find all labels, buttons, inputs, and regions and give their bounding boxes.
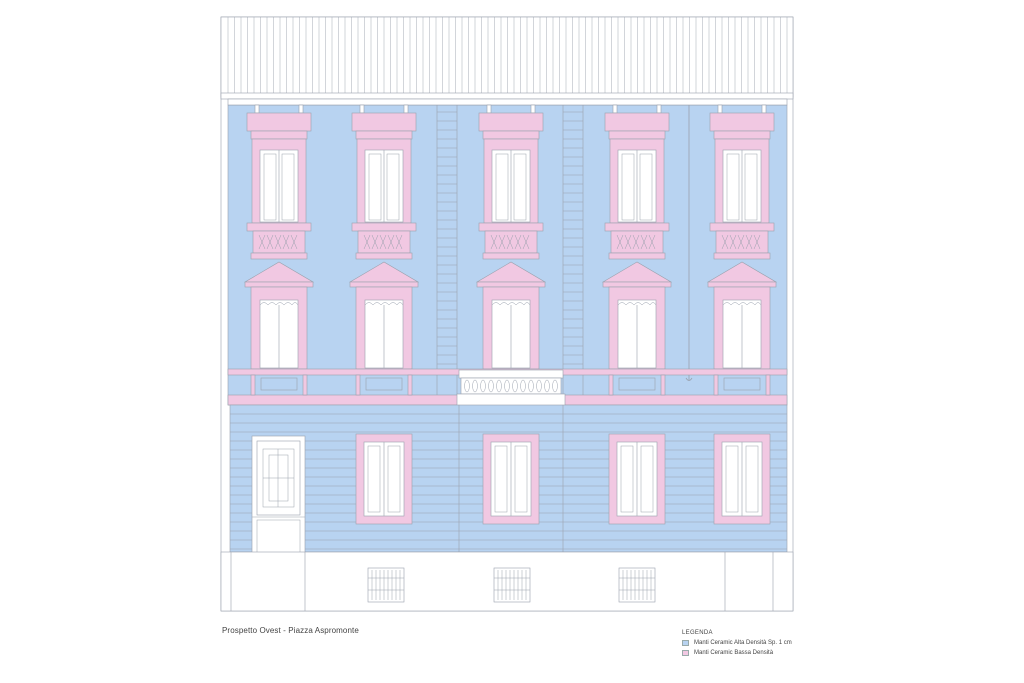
pilaster-right	[562, 104, 584, 406]
ground-window-3	[608, 433, 666, 525]
ground-window-1	[355, 433, 413, 525]
roof-ribs	[227, 17, 788, 93]
legend-label-high-density: Manti Ceramic Alta Densità Sp. 1 cm	[694, 640, 792, 646]
window-bay-2	[348, 104, 420, 370]
balcony-slab	[351, 222, 417, 232]
window-bay-4	[601, 104, 673, 370]
top-window-cornice	[604, 112, 670, 132]
legend-swatch-high-density	[682, 640, 689, 646]
top-window-cornice	[709, 112, 775, 132]
balcony-balustrade	[715, 230, 769, 254]
top-window-cornice	[246, 112, 312, 132]
legend-title: LEGENDA	[682, 630, 713, 636]
basement-grille-1	[367, 567, 405, 603]
pilaster-left	[436, 104, 458, 406]
sill-panel-1	[260, 377, 298, 391]
window-bay-3	[475, 104, 547, 370]
ground-window-2	[482, 433, 540, 525]
basement-grille-2	[493, 567, 531, 603]
balcony-slab	[709, 222, 775, 232]
legend-item-high-density: Manti Ceramic Alta Densità Sp. 1 cm	[682, 638, 792, 648]
balcony-slab	[478, 222, 544, 232]
window-bay-5	[706, 104, 778, 370]
roof-eave	[220, 92, 794, 100]
roof	[220, 16, 794, 98]
balcony-slab	[246, 222, 312, 232]
window-bay-1	[243, 104, 315, 370]
top-window-cornice	[478, 112, 544, 132]
drainpipe-outlet	[685, 377, 693, 381]
roof-and-base	[220, 16, 794, 612]
upper-floors	[227, 98, 788, 419]
legend-swatch-low-density	[682, 650, 689, 656]
basement-grille-3	[618, 567, 656, 603]
ground-window-4	[713, 433, 771, 525]
sill-panel-4	[618, 377, 656, 391]
legend-label-low-density: Manti Ceramic Bassa Densità	[694, 650, 774, 656]
balcony-balustrade	[252, 230, 306, 254]
balcony-balustrade	[484, 230, 538, 254]
legend-item-low-density: Manti Ceramic Bassa Densità	[682, 648, 792, 658]
balcony-balustrade	[610, 230, 664, 254]
roof-band	[227, 98, 788, 106]
sill-panel-5	[723, 377, 761, 391]
drawing-caption: Prospetto Ovest - Piazza Aspromonte	[222, 626, 359, 635]
ground-floor	[220, 404, 794, 612]
legend: LEGENDA Manti Ceramic Alta Densità Sp. 1…	[682, 630, 792, 658]
balcony-balustrade	[357, 230, 411, 254]
balcony-slab	[604, 222, 670, 232]
sill-panel-2	[365, 377, 403, 391]
top-window-cornice	[351, 112, 417, 132]
